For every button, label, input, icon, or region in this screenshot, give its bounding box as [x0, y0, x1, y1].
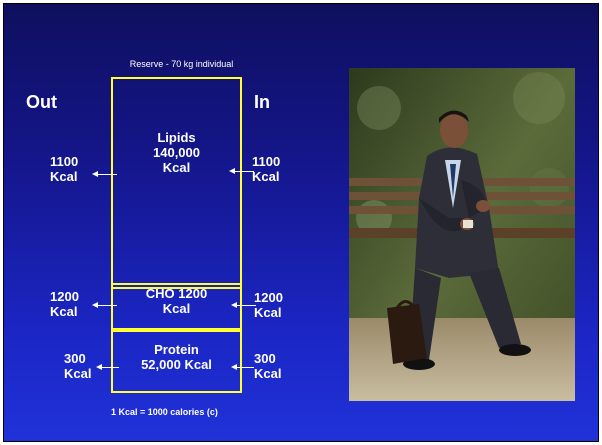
- cho-text: CHO 1200 Kcal: [145, 286, 208, 316]
- reserve-label: Reserve - 70 kg individual: [129, 59, 234, 69]
- protein-box: [111, 328, 242, 393]
- protein-out-value: 300 Kcal: [64, 351, 92, 381]
- protein-out-arrow-icon: [96, 363, 119, 370]
- lipids-box: [111, 77, 242, 289]
- cho-out-value: 1200 Kcal: [50, 289, 79, 319]
- protein-text: Protein 52,000 Kcal: [141, 342, 212, 372]
- lipids-out-value: 1100 Kcal: [50, 154, 79, 184]
- lipids-out-arrow-icon: [92, 170, 117, 177]
- out-label: Out: [26, 92, 57, 112]
- protein-in-arrow-icon: [231, 363, 254, 370]
- cho-out-arrow-icon: [92, 301, 117, 308]
- cho-box: [111, 283, 242, 332]
- cho-in-value: 1200 Kcal: [254, 290, 283, 320]
- lipids-in-arrow-icon: [229, 167, 254, 174]
- slide: Reserve - 70 kg individual Out In Lipids…: [3, 3, 599, 442]
- footnote: 1 Kcal = 1000 calories (c): [111, 407, 218, 417]
- lipids-in-value: 1100 Kcal: [252, 154, 281, 184]
- lipids-text: Lipids 140,000 Kcal: [153, 130, 200, 175]
- cho-in-arrow-icon: [231, 301, 256, 308]
- businessman-on-bench-photo: [349, 68, 575, 401]
- protein-in-value: 300 Kcal: [254, 351, 282, 381]
- in-label: In: [254, 92, 270, 112]
